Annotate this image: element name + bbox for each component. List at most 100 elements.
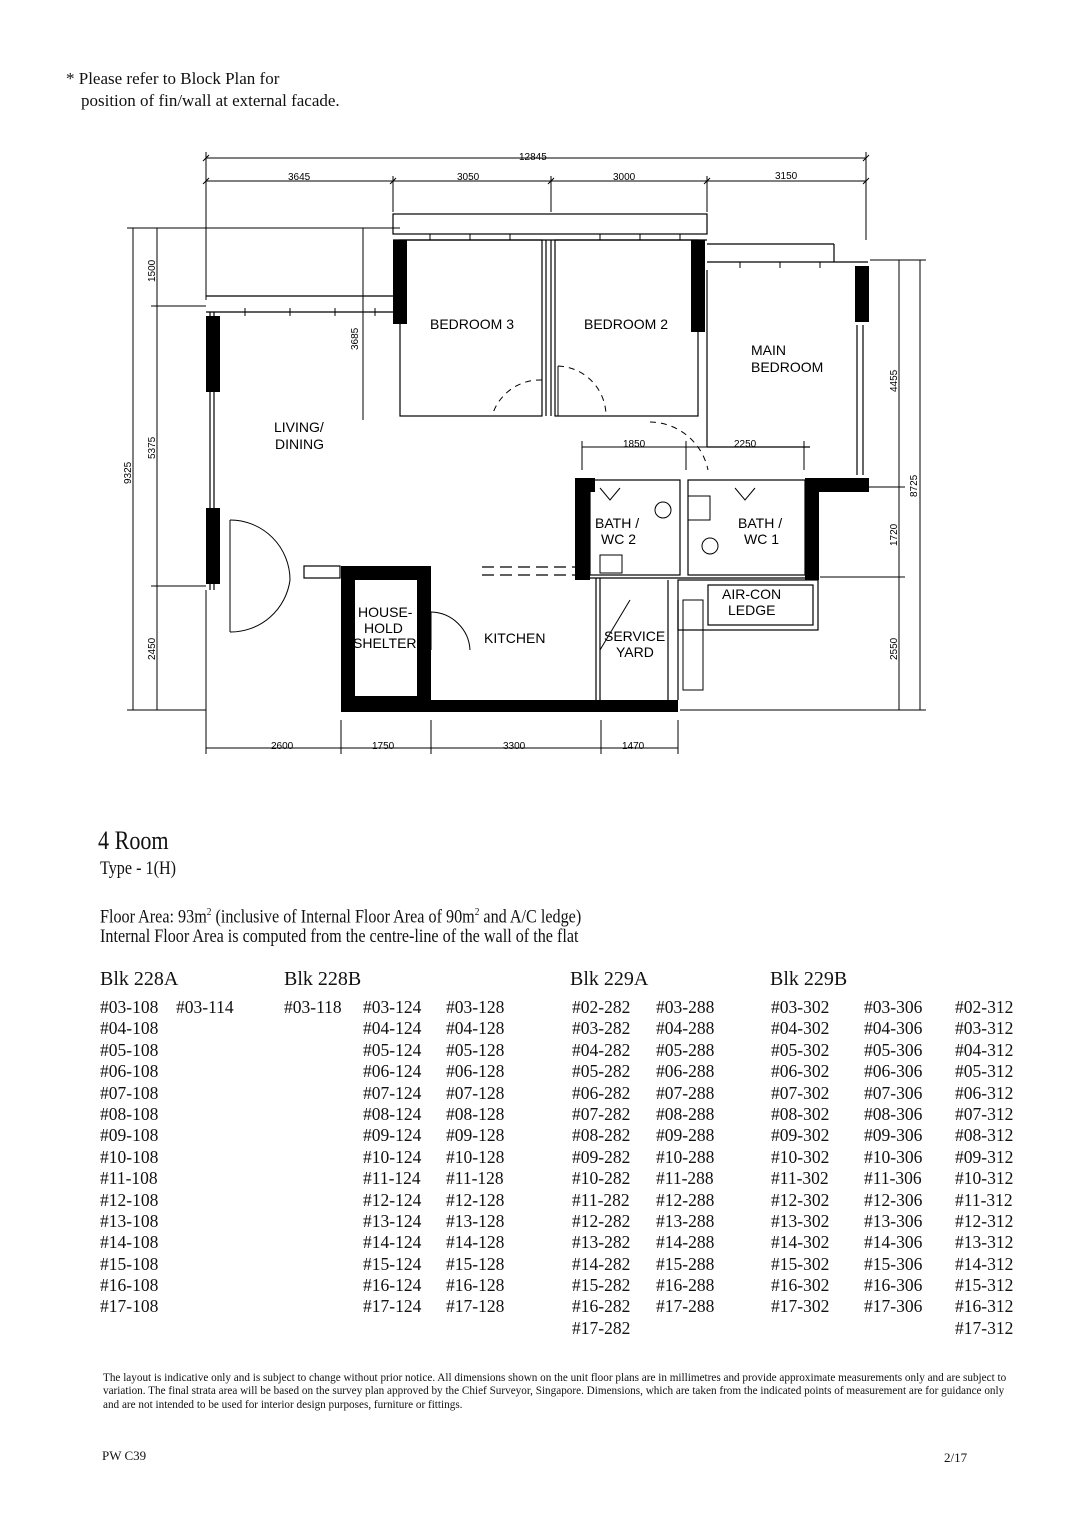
unit-number: #09-108	[100, 1125, 159, 1146]
unit-number: #09-306	[864, 1125, 923, 1146]
unit-number: #03-108	[100, 997, 159, 1017]
dim-right-total: 8725	[909, 474, 920, 497]
unit-number: #16-282	[572, 1296, 631, 1317]
unit-number: #11-312	[955, 1189, 1013, 1210]
unit-number: #08-282	[572, 1125, 631, 1146]
unit-number: #10-124	[363, 1146, 422, 1167]
unit-number: #08-108	[100, 1103, 159, 1124]
unit-list-column: #02-312#03-312#04-312#05-312#06-312#07-3…	[955, 997, 1013, 1339]
unit-number: #05-108	[100, 1039, 159, 1060]
dim-bottom-2: 1750	[372, 741, 395, 752]
unit-number: #08-124	[363, 1103, 422, 1124]
unit-number: #05-312	[955, 1061, 1014, 1082]
unit-number: #03-312	[955, 1018, 1014, 1039]
bath2-label-1: BATH /	[595, 515, 639, 531]
dim-right-2: 1720	[889, 523, 900, 546]
unit-number: #11-124	[363, 1168, 421, 1189]
unit-number: #02-282	[572, 997, 631, 1017]
unit-number: #10-128	[446, 1146, 505, 1167]
unit-number: #11-282	[572, 1189, 630, 1210]
unit-number: #06-128	[446, 1061, 505, 1082]
unit-number: #14-124	[363, 1232, 422, 1253]
unit-number: #03-114	[176, 997, 234, 1017]
unit-number: #09-282	[572, 1146, 631, 1167]
unit-number: #03-302	[771, 997, 830, 1017]
unit-number: #16-312	[955, 1296, 1014, 1317]
unit-number: #10-306	[864, 1146, 923, 1167]
unit-number: #12-306	[864, 1189, 923, 1210]
unit-number: #12-128	[446, 1189, 505, 1210]
unit-list-column: #03-306#04-306#05-306#06-306#07-306#08-3…	[864, 997, 922, 1318]
unit-number: #15-282	[572, 1275, 631, 1296]
unit-number: #10-108	[100, 1146, 159, 1167]
unit-number: #09-124	[363, 1125, 422, 1146]
unit-number: #06-108	[100, 1061, 159, 1082]
main-bedroom-label-2: BEDROOM	[751, 359, 823, 375]
floor-area-sup-2: 2	[474, 906, 480, 918]
dim-bath1-width: 2250	[734, 439, 757, 450]
unit-list-column: #03-302#04-302#05-302#06-302#07-302#08-3…	[771, 997, 829, 1318]
unit-number: #16-124	[363, 1275, 422, 1296]
unit-number: #03-128	[446, 997, 505, 1017]
floor-area: Floor Area: 93m2 (inclusive of Internal …	[100, 902, 581, 947]
shelter-label-3: SHELTER	[353, 635, 417, 651]
unit-number: #04-124	[363, 1018, 422, 1039]
dim-top-3: 3000	[613, 172, 636, 183]
unit-number: #07-124	[363, 1082, 422, 1103]
dim-right-1: 4455	[889, 369, 900, 392]
unit-number: #17-312	[955, 1317, 1014, 1338]
unit-title: 4 Room	[98, 826, 169, 855]
unit-type: Type - 1(H)	[100, 858, 177, 879]
unit-number: #07-306	[864, 1082, 923, 1103]
unit-number: #07-108	[100, 1082, 159, 1103]
note-line-2: position of fin/wall at external facade.	[81, 91, 340, 110]
aircon-label-2: LEDGE	[728, 602, 775, 618]
unit-number: #11-302	[771, 1168, 829, 1189]
service-yard-label-2: YARD	[616, 644, 654, 660]
bedroom2-label: BEDROOM 2	[584, 316, 668, 332]
unit-number: #17-128	[446, 1296, 505, 1317]
unit-number: #05-306	[864, 1039, 923, 1060]
unit-number: #15-108	[100, 1253, 159, 1274]
dim-left-total: 9325	[123, 461, 134, 484]
unit-number: #06-282	[572, 1082, 631, 1103]
unit-number: #10-312	[955, 1168, 1014, 1189]
shelter-label-1: HOUSE-	[358, 604, 413, 620]
unit-number: #03-118	[284, 997, 342, 1017]
unit-number: #08-288	[656, 1103, 715, 1124]
unit-number: #09-312	[955, 1146, 1014, 1167]
unit-number: #16-288	[656, 1275, 715, 1296]
unit-number: #15-124	[363, 1253, 422, 1274]
unit-number: #17-288	[656, 1296, 715, 1317]
unit-number: #06-306	[864, 1061, 923, 1082]
living-label-2: DINING	[275, 436, 324, 452]
floor-area-text-b: (inclusive of Internal Floor Area of 90m	[211, 906, 475, 928]
floor-area-text-c: and A/C ledge)	[479, 906, 582, 928]
page-number: 2/17	[944, 1450, 968, 1465]
dim-left-2: 5375	[147, 436, 158, 459]
service-yard-label-1: SERVICE	[604, 628, 665, 644]
unit-number: #03-288	[656, 997, 715, 1017]
unit-number: #12-124	[363, 1189, 422, 1210]
bedroom3-label: BEDROOM 3	[430, 316, 514, 332]
block-plan-note: * Please refer to Block Plan for positio…	[66, 68, 340, 112]
unit-number: #07-312	[955, 1103, 1014, 1124]
floor-area-text-a: Floor Area: 93m	[100, 906, 207, 928]
unit-number: #05-124	[363, 1039, 422, 1060]
shelter-label-2: HOLD	[364, 620, 403, 636]
unit-number: #12-302	[771, 1189, 830, 1210]
dim-right-3: 2550	[889, 637, 900, 660]
unit-number: #13-108	[100, 1210, 159, 1231]
unit-number: #03-306	[864, 997, 923, 1017]
unit-number: #13-288	[656, 1210, 715, 1231]
unit-number: #14-312	[955, 1253, 1014, 1274]
unit-number: #07-282	[572, 1103, 631, 1124]
unit-number: #09-302	[771, 1125, 830, 1146]
floor-area-sup-1: 2	[206, 906, 212, 918]
unit-number: #11-108	[100, 1168, 158, 1189]
block-heading-228b: Blk 228B	[284, 968, 362, 990]
unit-number: #04-288	[656, 1018, 715, 1039]
unit-number: #04-282	[572, 1039, 631, 1060]
unit-number: #11-288	[656, 1168, 714, 1189]
disclaimer: The layout is indicative only and is sub…	[103, 1372, 1007, 1411]
